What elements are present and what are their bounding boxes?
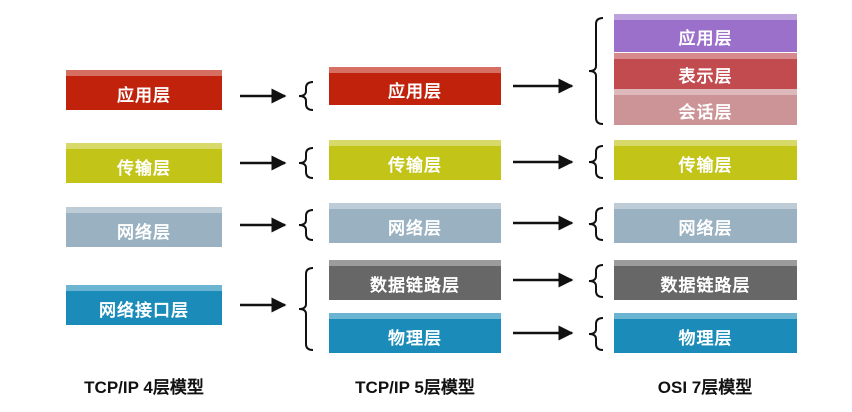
- brace-5-network: [298, 209, 314, 241]
- osi-physical-layer: 物理层: [614, 313, 797, 353]
- brace-5-transport: [298, 147, 314, 179]
- tcpip5-caption: TCP/IP 5层模型: [355, 378, 475, 397]
- tcpip5-data-link-layer: 数据链路层: [329, 260, 501, 300]
- tcpip5-transport-layer: 传输层: [329, 140, 501, 180]
- tcpip5-network-layer: 网络层: [329, 203, 501, 243]
- osi-session-layer: 会话层: [614, 89, 797, 125]
- tcpip5-application-layer: 应用层: [329, 67, 501, 105]
- brace-7-application: [588, 17, 604, 125]
- brace-7-transport: [588, 145, 604, 179]
- tcpip4-caption: TCP/IP 4层模型: [84, 378, 204, 397]
- brace-7-physical: [588, 317, 604, 351]
- brace-5-application: [298, 81, 314, 111]
- tcpip5-physical-layer: 物理层: [329, 313, 501, 353]
- osi7-caption: OSI 7层模型: [657, 378, 753, 397]
- tcpip4-transport-layer: 传输层: [66, 143, 222, 183]
- brace-7-network: [588, 207, 604, 241]
- tcpip4-application-layer: 应用层: [66, 70, 222, 110]
- osi-transport-layer: 传输层: [614, 140, 797, 180]
- brace-5-interface: [298, 267, 314, 351]
- brace-7-data-link: [588, 264, 604, 298]
- tcpip4-network-layer: 网络层: [66, 207, 222, 247]
- osi-application-layer: 应用层: [614, 14, 797, 52]
- osi-data-link-layer: 数据链路层: [614, 260, 797, 300]
- tcpip4-network-interface-layer: 网络接口层: [66, 285, 222, 325]
- osi-presentation-layer: 表示层: [614, 53, 797, 89]
- osi-network-layer: 网络层: [614, 203, 797, 243]
